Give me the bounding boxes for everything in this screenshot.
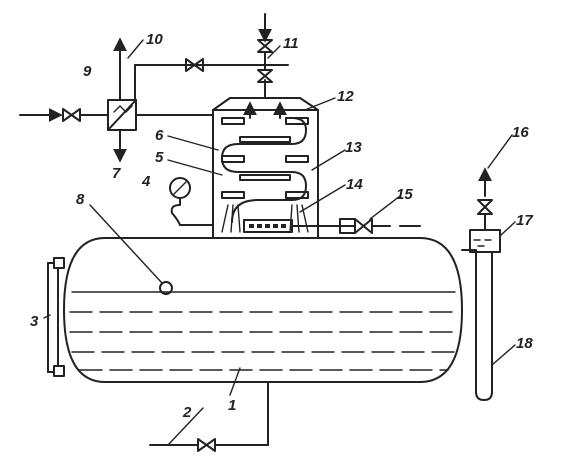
label-15: 15 (396, 186, 413, 203)
label-3: 3 (30, 313, 39, 330)
pressure-gauge (169, 177, 214, 226)
storage-tank (63, 237, 463, 383)
label-9: 9 (83, 63, 92, 80)
hydro-seal (461, 167, 501, 401)
label-6: 6 (155, 127, 164, 144)
label-8: 8 (76, 191, 85, 208)
water-level-lines (69, 291, 459, 371)
label-7: 7 (112, 165, 121, 182)
label-1: 1 (228, 397, 236, 414)
label-12: 12 (337, 88, 354, 105)
level-gauge (47, 257, 65, 377)
trays (221, 117, 309, 199)
label-10: 10 (146, 31, 163, 48)
label-14: 14 (346, 176, 363, 193)
deaerator-column (134, 13, 319, 239)
label-16: 16 (512, 124, 529, 141)
steam-inlet-pipe (291, 218, 421, 234)
label-4: 4 (141, 173, 151, 190)
label-2: 2 (182, 404, 192, 421)
label-13: 13 (345, 139, 362, 156)
spray-jets (221, 204, 309, 233)
leader-lines (43, 39, 516, 446)
drain-valve (197, 438, 216, 452)
label-11: 11 (283, 35, 299, 52)
callout-labels: 1 2 3 4 5 6 7 8 9 10 11 12 13 14 15 16 1… (30, 31, 533, 421)
steam-flow (221, 101, 307, 223)
vapor-cooler (19, 37, 214, 163)
label-18: 18 (516, 335, 533, 352)
float-indicator (89, 204, 173, 295)
label-5: 5 (155, 149, 164, 166)
label-17: 17 (516, 212, 533, 229)
drain-pipe (149, 381, 269, 452)
steam-distributor (243, 219, 293, 233)
